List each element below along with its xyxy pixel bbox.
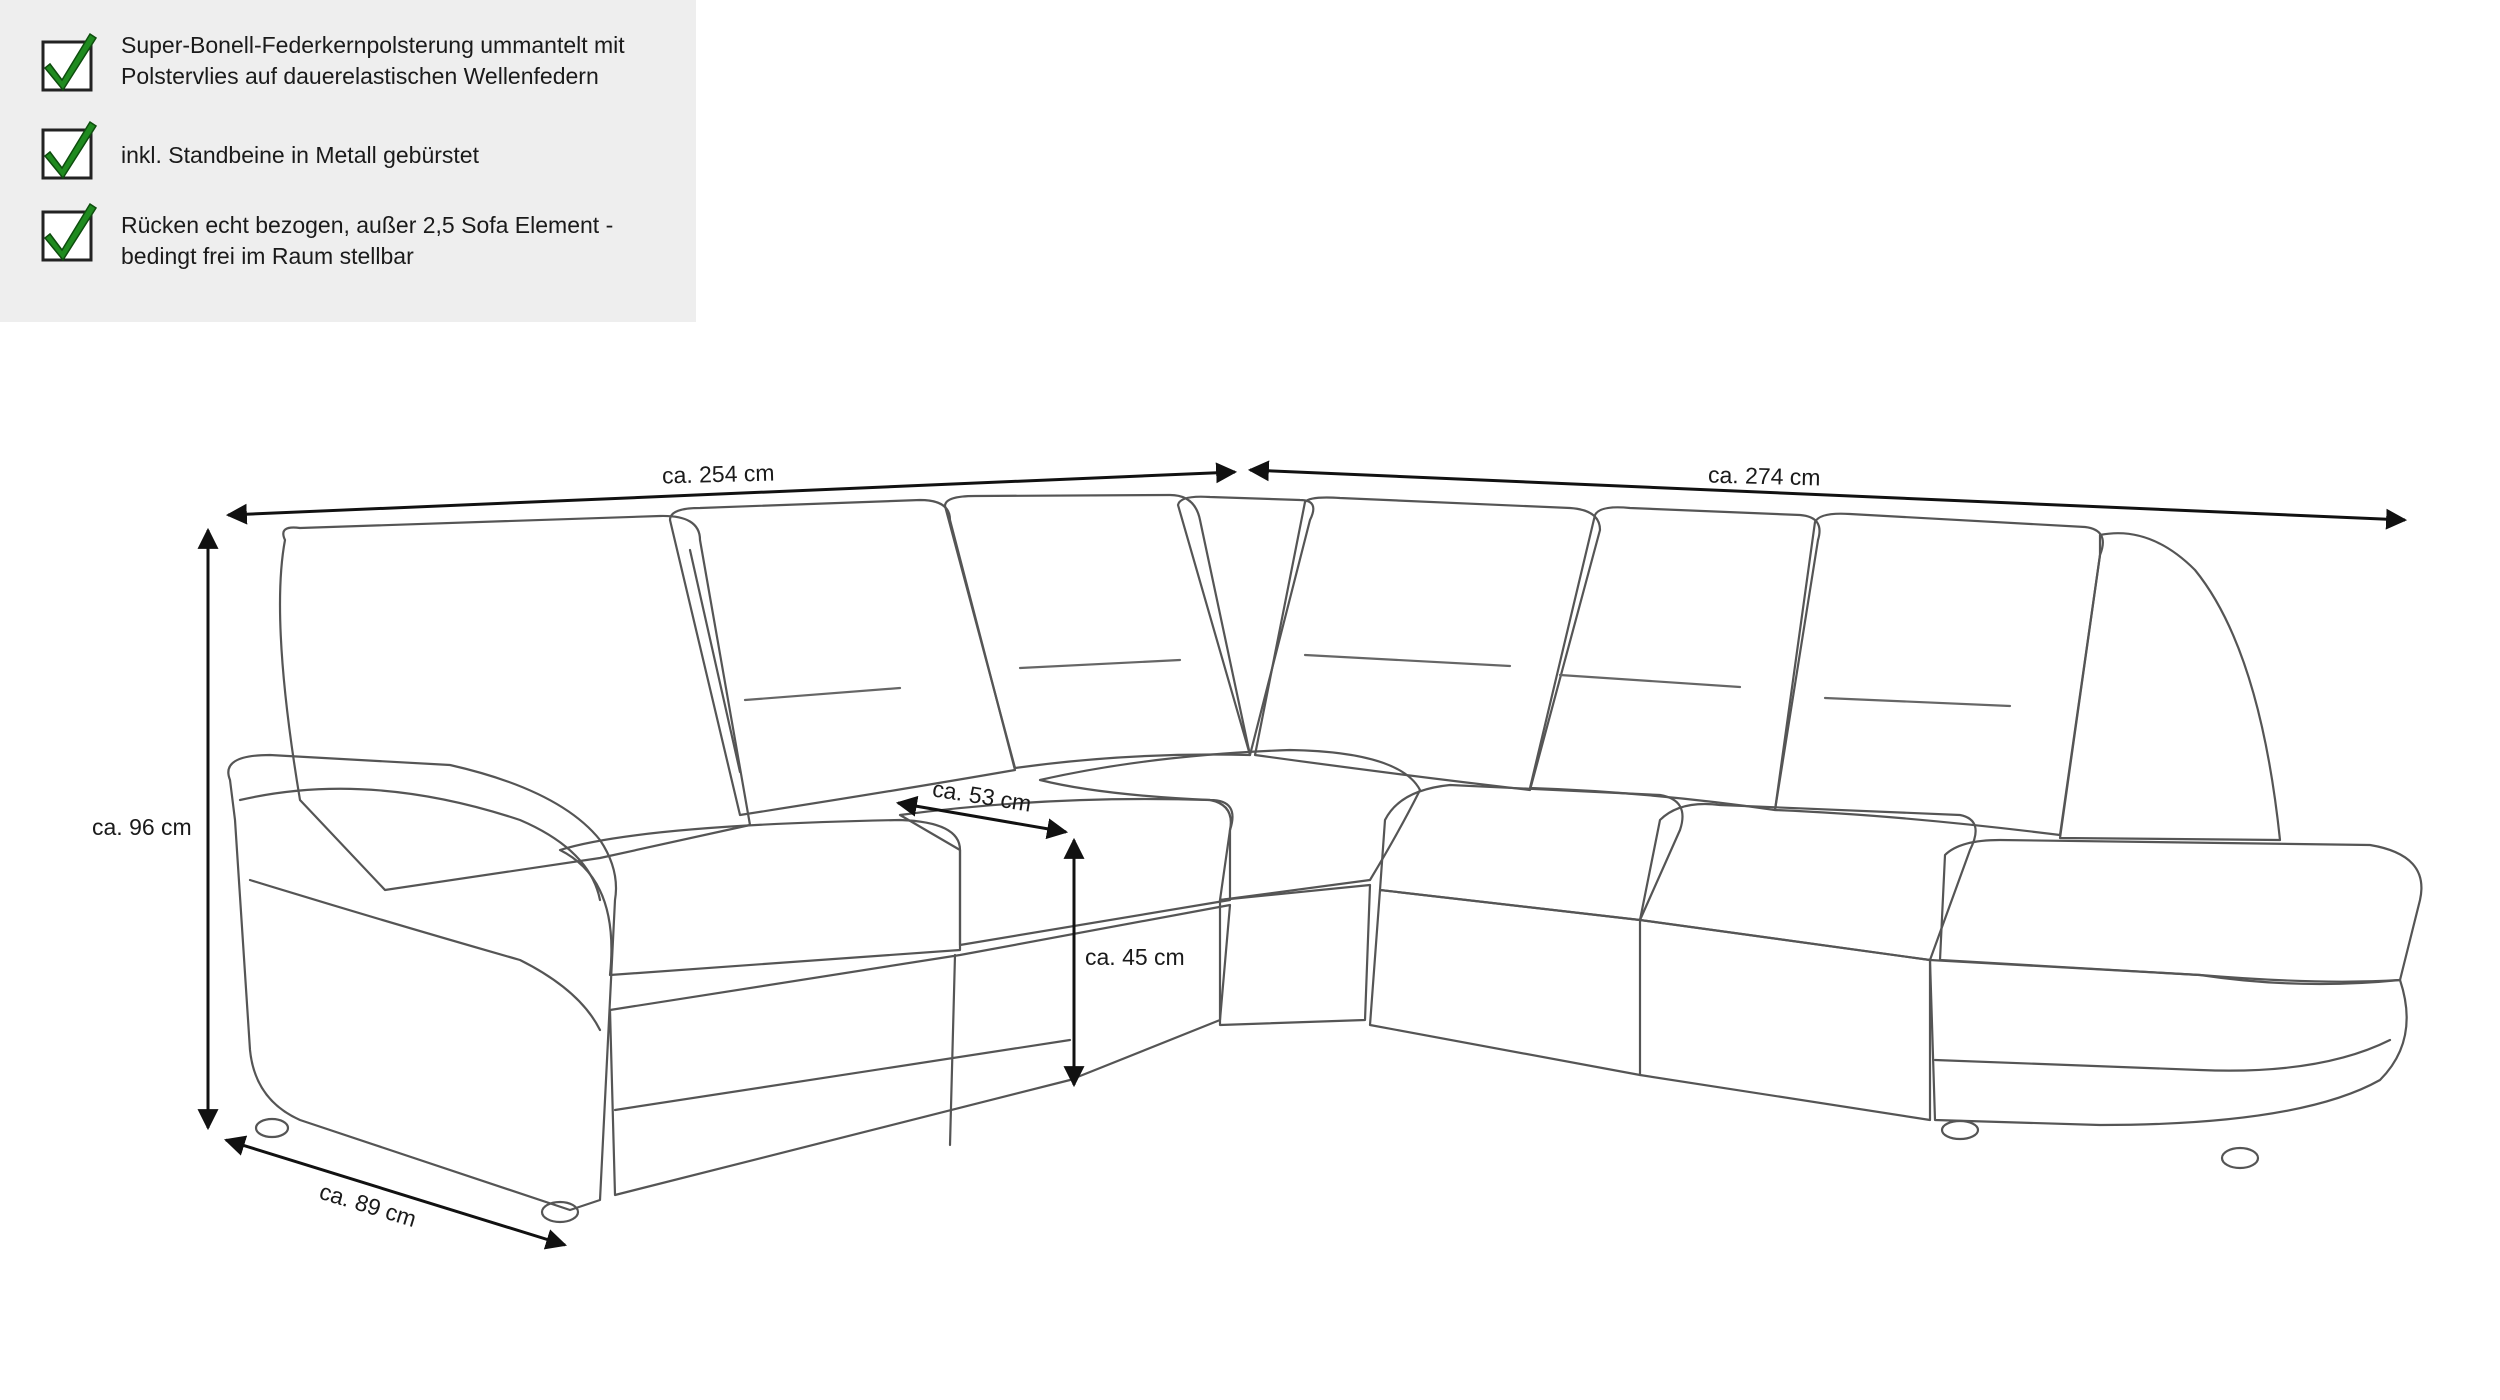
seat-cushion (898, 797, 1232, 947)
dimension-lines (197, 460, 2408, 1250)
seat-cushion (1638, 802, 1977, 962)
dimension-label-width-left: ca. 254 cm (661, 459, 775, 489)
checkmark-icon (41, 32, 98, 92)
feature-text: Rücken echt bezogen, außer 2,5 Sofa Elem… (121, 212, 614, 269)
leg (2220, 1146, 2260, 1170)
seat-cushion (1038, 748, 1422, 902)
sofa-base (1218, 883, 1372, 1027)
dimension-arrow-seat-depth (895, 795, 1069, 840)
seat-cushion (1378, 783, 1684, 922)
feature-item-3: Rücken echt bezogen, außer 2,5 Sofa Elem… (40, 200, 690, 270)
seat-cushion (558, 818, 962, 977)
feature-item-1: Super-Bonell-Federkernpolsterung ummante… (40, 30, 690, 100)
back-cushion (943, 493, 1252, 770)
back-cushion (1253, 496, 1602, 792)
back-cushion (1773, 512, 2104, 837)
leg (540, 1200, 580, 1224)
checkmark-icon (41, 120, 98, 180)
dimension-label-seat-height: ca. 45 cm (1085, 944, 1185, 970)
seat-cushion (1938, 838, 2423, 986)
back-cushion (2058, 532, 2282, 842)
dimension-arrow-depth (223, 1135, 568, 1250)
dimension-label-height: ca. 96 cm (92, 814, 192, 840)
feature-text: inkl. Standbeine in Metall gebürstet (121, 142, 479, 168)
leg (254, 1117, 290, 1139)
back-cushion (1528, 506, 1821, 812)
feature-panel: Super-Bonell-Federkernpolsterung ummante… (0, 0, 696, 322)
back-cushion (278, 514, 752, 892)
chaise-base (1928, 958, 2408, 1127)
back-cushion (1176, 495, 1315, 757)
back-cushion (668, 498, 1017, 817)
feature-text: Super-Bonell-Federkernpolsterung ummante… (121, 32, 625, 89)
dimension-label-width-right: ca. 274 cm (1707, 461, 1821, 491)
feature-item-2: inkl. Standbeine in Metall gebürstet (40, 118, 690, 188)
sofa-sketch (227, 493, 2423, 1224)
leg (1940, 1119, 1980, 1141)
dimension-arrow-width-right (1247, 460, 2408, 530)
dimension-arrow-width-left (225, 462, 1238, 525)
checkmark-icon (41, 202, 98, 262)
sofa-base (1368, 888, 1932, 1122)
